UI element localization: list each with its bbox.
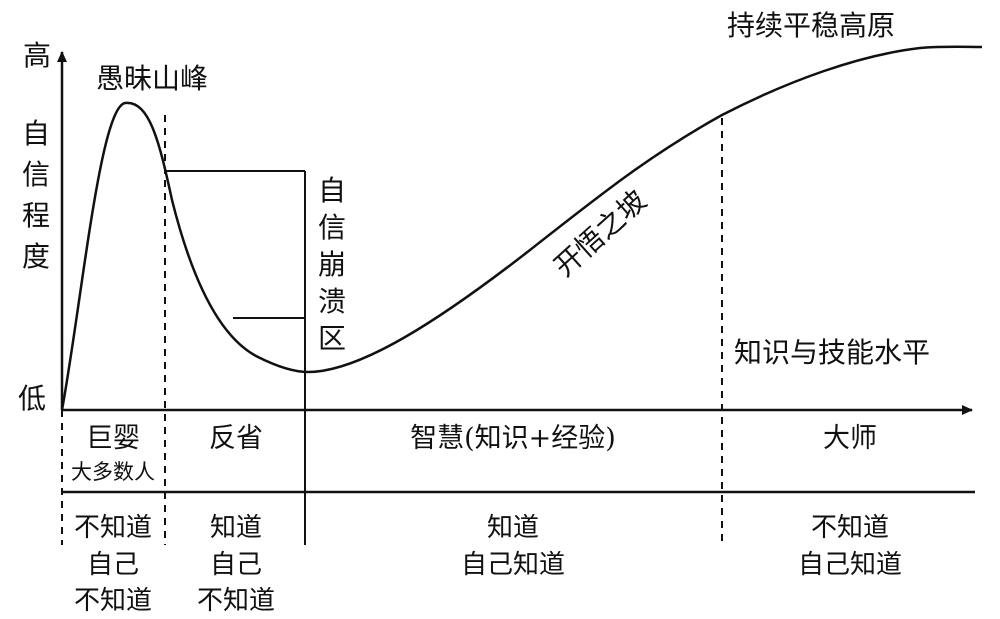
- valley-zone-char-2: 信: [318, 211, 346, 244]
- phase-name-master: 大师: [823, 423, 877, 454]
- phase-state-wisdom-line-2: 自己知道: [461, 550, 565, 580]
- phase-state-master-line-1: 不知道: [811, 513, 889, 543]
- x-axis-title: 知识与技能水平: [734, 336, 930, 369]
- confidence-curve: [60, 45, 983, 411]
- valley-zone-char-1: 自: [318, 174, 346, 207]
- y-axis-high-label: 高: [23, 39, 51, 72]
- phase-name-reflection: 反省: [209, 423, 263, 454]
- slope-label: 开悟之坡: [548, 184, 653, 283]
- phase-state-infant-line-1: 不知道: [74, 513, 152, 543]
- phase-state-reflection-line-3: 不知道: [197, 586, 275, 616]
- peak-label: 愚昧山峰: [96, 62, 208, 95]
- phase-sub-infant: 大多数人: [71, 460, 155, 484]
- y-axis-title-char-2: 信: [22, 158, 50, 191]
- phase-state-infant-line-3: 不知道: [74, 586, 152, 616]
- phase-state-wisdom-line-1: 知道: [487, 513, 539, 543]
- valley-zone-char-5: 区: [318, 322, 346, 355]
- y-axis-title-char-4: 度: [22, 240, 50, 273]
- valley-zone-char-3: 崩: [318, 248, 346, 281]
- phase-state-reflection-line-2: 自己: [210, 550, 262, 580]
- plateau-label: 持续平稳高原: [727, 9, 895, 42]
- valley-zone-char-4: 溃: [318, 285, 346, 318]
- phase-name-wisdom: 智慧(知识+经验): [410, 423, 616, 454]
- phase-name-infant: 巨婴: [86, 423, 140, 454]
- phase-state-infant-line-2: 自己: [87, 550, 139, 580]
- y-axis-title-char-3: 程: [22, 199, 50, 232]
- phase-state-master-line-2: 自己知道: [798, 550, 902, 580]
- phase-state-reflection-line-1: 知道: [210, 513, 262, 543]
- y-axis-title-char-1: 自: [22, 117, 50, 150]
- y-axis-low-label: 低: [18, 382, 46, 415]
